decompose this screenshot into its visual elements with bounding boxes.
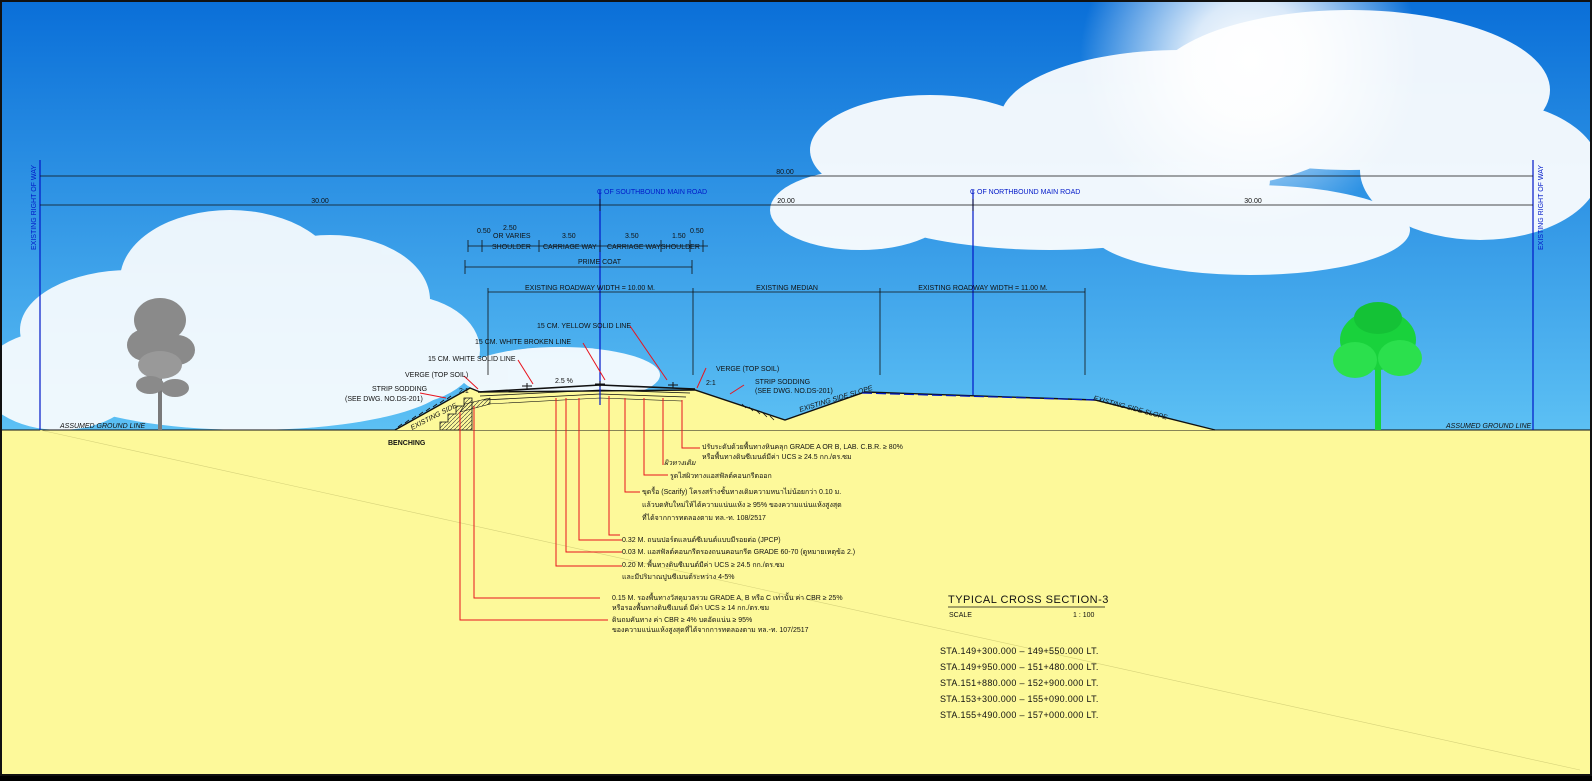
dimension-lines xyxy=(40,175,1533,375)
dim-lane-6: 0.50 xyxy=(690,228,704,235)
carriage-way-label-right: CARRIAGE WAY xyxy=(607,244,661,251)
station-range-1: STA.149+300.000 – 149+550.000 LT. xyxy=(940,646,1099,656)
note-7b: และมีปริมาณปูนซีเมนต์ระหว่าง 4-5% xyxy=(622,573,734,581)
ground-area xyxy=(2,429,1590,774)
lane-markers xyxy=(522,381,678,389)
station-range-2: STA.149+950.000 – 151+480.000 LT. xyxy=(940,662,1099,672)
shoulder-label-right: SHOULDER xyxy=(661,244,700,251)
note-1b: หรือพื้นทางดินซีเมนต์มีค่า UCS ≥ 24.5 กก… xyxy=(702,450,852,461)
note-5: 0.32 M. ถนนปอร์ตแลนด์ซีเมนต์แบบมีรอยต่อ … xyxy=(622,536,781,544)
tree-grey xyxy=(127,298,195,430)
dim-lane-varies: OR VARIES xyxy=(493,233,531,240)
station-range-4: STA.153+300.000 – 155+090.000 LT. xyxy=(940,694,1099,704)
existing-roadway-left-label: EXISTING ROADWAY WIDTH = 10.00 M. xyxy=(525,285,655,292)
row-label-left: EXISTING RIGHT OF WAY xyxy=(31,165,38,250)
note-8b: หรือรองพื้นทางดินซีเมนต์ มีค่า UCS ≥ 14 … xyxy=(612,601,769,612)
dim-lane-4: 3.50 xyxy=(625,233,639,240)
prime-coat-label: PRIME COAT xyxy=(578,259,622,266)
white-broken-callout: 15 CM. WHITE BROKEN LINE xyxy=(475,339,571,346)
note-4a: ขุดรื้อ (Scarify) โครงสร้างชั้นทางเดิมคว… xyxy=(642,485,841,496)
benching-label: BENCHING xyxy=(388,440,426,447)
tree-green xyxy=(1333,302,1422,430)
carriage-way-label-left: CARRIAGE WAY xyxy=(543,244,597,251)
note-7a: 0.20 M. พื้นทางดินซีเมนต์มีค่า UCS ≥ 24.… xyxy=(622,558,784,569)
note-8a: 0.15 M. รองพื้นทางวัสดุมวลรวม GRADE A, B… xyxy=(612,591,843,602)
ground-label-left: ASSUMED GROUND LINE xyxy=(59,423,146,430)
lower-leader-lines xyxy=(459,396,700,621)
note-4c: ที่ได้จากการทดลองตาม ทล.-ท. 108/2517 xyxy=(642,513,766,522)
crossfall-label: 2.5 % xyxy=(555,378,573,385)
southbound-centerline-label: C OF SOUTHBOUND MAIN ROAD xyxy=(597,189,707,196)
dim-lane-5: 1.50 xyxy=(672,233,686,240)
sun xyxy=(1080,0,1420,230)
note-4b: แล้วบดทับใหม่ให้ได้ความแน่นแห้ง ≥ 95% ขอ… xyxy=(642,500,842,509)
dim-left-offset: 30.00 xyxy=(311,198,329,205)
note-9b: ของความแน่นแห้งสูงสุดที่ได้จากการทดลองตา… xyxy=(612,625,809,634)
strip-sodding-marks xyxy=(397,395,775,428)
scale-value: 1 : 100 xyxy=(1073,612,1095,619)
strip-sodding-right-line1: STRIP SODDING xyxy=(755,379,810,386)
white-solid-callout: 15 CM. WHITE SOLID LINE xyxy=(428,356,516,363)
strip-sodding-left-line2: (SEE DWG. NO.DS-201) xyxy=(345,396,423,403)
station-range-5: STA.155+490.000 – 157+000.000 LT. xyxy=(940,710,1099,720)
existing-median-surface xyxy=(861,392,1096,401)
scale-label: SCALE xyxy=(949,612,972,619)
station-range-3: STA.151+880.000 – 152+900.000 LT. xyxy=(940,678,1099,688)
ground-label-right: ASSUMED GROUND LINE xyxy=(1445,423,1532,430)
note-9a: ดินถมคันทาง ค่า CBR ≥ 4% บดอัดแน่น ≥ 95% xyxy=(612,616,752,624)
strip-sodding-left-line1: STRIP SODDING xyxy=(372,386,427,393)
note-1a: ปรับระดับด้วยพื้นทางหินคลุก GRADE A OR B… xyxy=(702,440,903,451)
dim-median-width: 20.00 xyxy=(777,198,795,205)
drawing-title: TYPICAL CROSS SECTION-3 xyxy=(948,594,1109,606)
benching-steps xyxy=(439,397,491,431)
slope-left-label: 2:1 xyxy=(459,388,469,395)
dim-lane-1: 2.50 xyxy=(503,225,517,232)
verge-left-callout: VERGE (TOP SOIL) xyxy=(405,372,468,379)
note-2: ผิวทางเดิม xyxy=(664,459,696,467)
strip-sodding-right-line2: (SEE DWG. NO.DS-201) xyxy=(755,388,833,395)
ground-profile xyxy=(394,387,1216,431)
existing-roadway-right-label: EXISTING ROADWAY WIDTH = 11.00 M. xyxy=(918,285,1048,292)
northbound-centerline-label: C OF NORTHBOUND MAIN ROAD xyxy=(970,189,1080,196)
existing-median-label: EXISTING MEDIAN xyxy=(756,285,818,292)
sky-background xyxy=(0,0,1592,430)
dim-right-offset: 30.00 xyxy=(1244,198,1262,205)
verge-right-callout: VERGE (TOP SOIL) xyxy=(716,366,779,373)
note-6: 0.03 M. แอสฟัลต์คอนกรีตรองถนนคอนกรีต GRA… xyxy=(622,548,855,556)
note-3: รูดไสผิวทางแอสฟัลต์คอนกรีตออก xyxy=(670,471,772,480)
dim-total-width: 80.00 xyxy=(776,169,794,176)
upper-leader-lines xyxy=(419,325,745,399)
shoulder-label-left: SHOULDER xyxy=(492,244,531,251)
dim-lane-0: 0.50 xyxy=(477,228,491,235)
dim-lane-3: 3.50 xyxy=(562,233,576,240)
row-label-right: EXISTING RIGHT OF WAY xyxy=(1538,165,1545,250)
yellow-line-callout: 15 CM. YELLOW SOLID LINE xyxy=(537,323,631,330)
slope-right-label: 2:1 xyxy=(706,380,716,387)
